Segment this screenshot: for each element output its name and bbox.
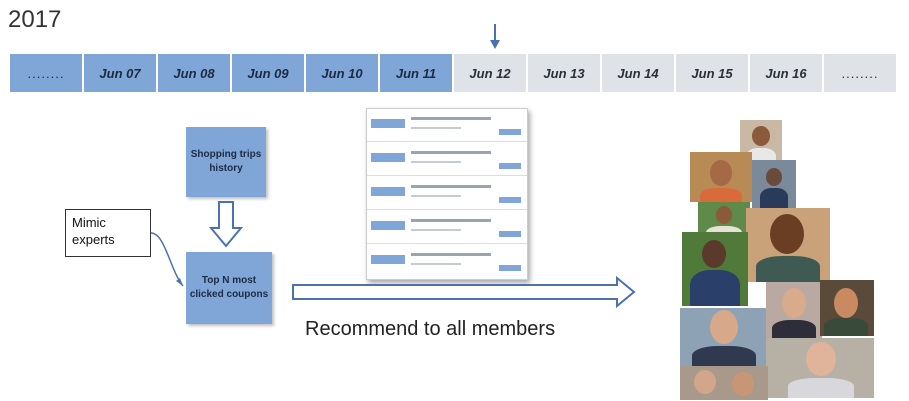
member-photo [766,282,822,338]
mimic-experts-callout: Mimic experts [65,209,151,257]
timeline-cell: Jun 12 [454,54,526,92]
timeline-cell: Jun 13 [528,54,600,92]
members-photo-collage [680,120,880,400]
coupon-row [367,247,527,277]
member-photo [752,160,796,210]
timeline-cell: Jun 09 [232,54,304,92]
down-arrow-icon [490,24,500,49]
timeline-cell: ........ [824,54,896,92]
recommend-label: Recommend to all members [305,318,556,340]
member-photo [746,208,830,282]
timeline-cell: Jun 15 [676,54,748,92]
shopping-history-box: Shopping trips history [186,127,266,197]
timeline-cell: Jun 07 [84,54,156,92]
member-photo [682,232,748,306]
coupon-list-thumbnail [366,108,528,280]
year-label: 2017 [8,6,62,33]
coupon-row [367,145,527,176]
mimic-experts-label: Mimic experts [72,215,115,247]
shopping-history-label: Shopping trips history [190,149,262,174]
timeline-cell: Jun 10 [306,54,378,92]
member-photo [680,308,768,368]
hollow-down-arrow-icon [208,201,244,248]
timeline-cell: Jun 14 [602,54,674,92]
member-photo [820,280,874,336]
top-n-coupons-label: Top N most clicked coupons [189,275,269,300]
coupon-row [367,179,527,210]
timeline-cell: Jun 11 [380,54,452,92]
connector-arrowhead-icon [176,278,183,286]
timeline-cell: Jun 08 [158,54,230,92]
coupon-row [367,111,527,142]
member-photo [680,366,768,400]
timeline: ........ Jun 07 Jun 08 Jun 09 Jun 10 Jun… [10,54,896,94]
coupon-row [367,213,527,244]
timeline-cell: Jun 16 [750,54,822,92]
hollow-right-arrow-icon [292,275,636,309]
timeline-cell: ........ [10,54,82,92]
callout-connector [150,232,184,287]
top-n-coupons-box: Top N most clicked coupons [186,252,272,324]
member-photo [690,152,752,202]
member-photo [766,338,874,398]
